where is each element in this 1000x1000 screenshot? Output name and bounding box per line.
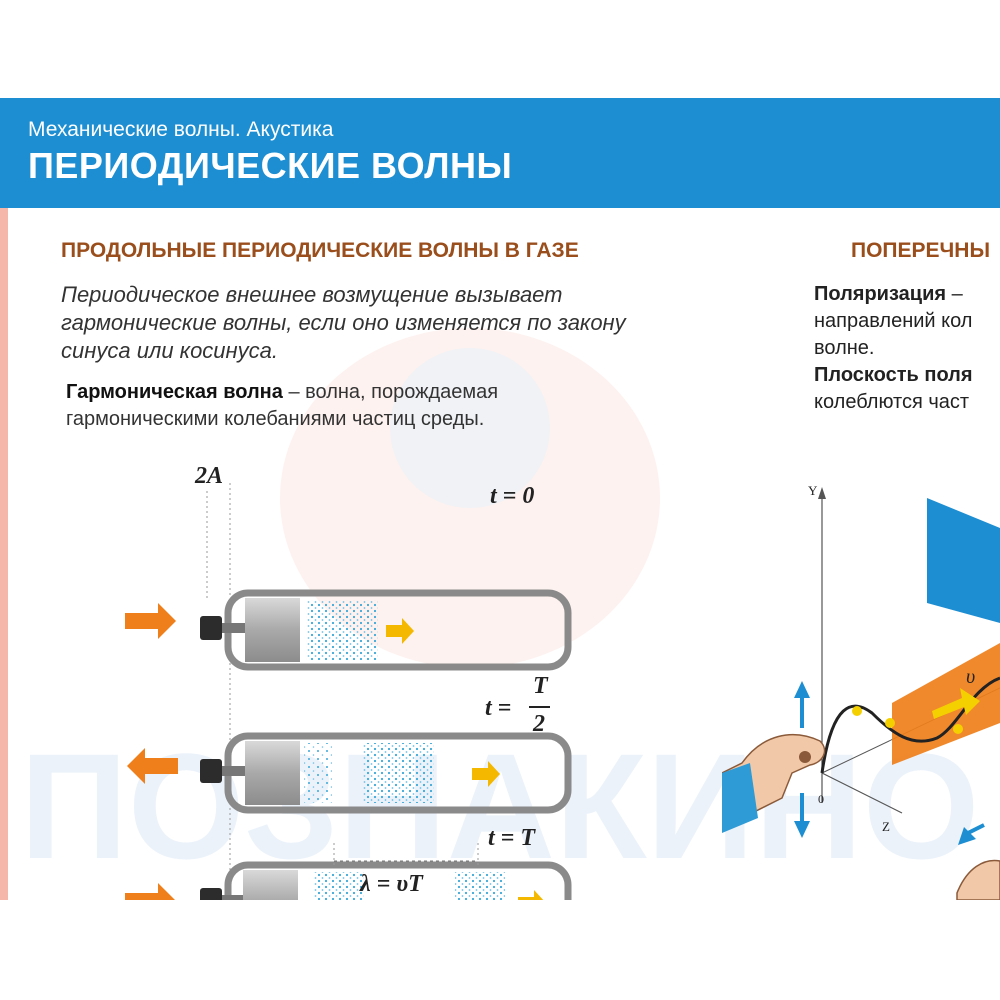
velocity-arrow xyxy=(932,688,980,719)
push-arrow-right xyxy=(125,883,175,900)
wave-point xyxy=(852,706,862,716)
piston xyxy=(245,598,300,662)
definition-paragraph: Гармоническая волна – волна, порождаемая… xyxy=(66,379,498,433)
wave-point xyxy=(953,724,963,734)
sleeve xyxy=(722,763,758,833)
time-label-half-num: T xyxy=(533,673,549,699)
wave-arrow xyxy=(518,890,544,900)
right-text-line: волне. xyxy=(814,337,875,359)
tube-t0: t = 0 xyxy=(125,483,572,671)
y-axis-label: Y xyxy=(808,483,818,498)
time-label-half-den: 2 xyxy=(532,711,545,737)
piston-rod xyxy=(212,766,252,776)
polarization-term: Поляризация xyxy=(814,283,947,305)
origin-label: 0 xyxy=(818,792,824,806)
tube-t-half: t = T 2 xyxy=(127,673,572,814)
transverse-wave-diagram: Y Z 0 υ xyxy=(722,483,1000,900)
piston-handle xyxy=(200,888,222,900)
wave-source-knob xyxy=(799,751,811,763)
piston xyxy=(243,870,298,900)
piston-rod xyxy=(218,623,248,633)
piston-tube-diagram: 2A t = 0 t = T 2 xyxy=(125,463,572,900)
slide: ПОЗНАКИНО Механические волны. Акустика П… xyxy=(0,98,1000,900)
wave-arrow xyxy=(386,618,414,644)
plane-term: Плоскость поля xyxy=(814,364,973,386)
intro-paragraph: Периодическое внешнее возмущение вызывае… xyxy=(61,281,721,365)
polarization-plane-orange xyxy=(892,643,1000,765)
piston xyxy=(245,741,300,805)
pull-arrow-left xyxy=(127,748,178,784)
slide-title: ПЕРИОДИЧЕСКИЕ ВОЛНЫ xyxy=(28,145,513,186)
time-label-t0: t = 0 xyxy=(490,483,534,509)
piston-handle xyxy=(200,616,222,640)
polarization-dash: – xyxy=(946,283,963,305)
definition-text: – волна, порождаемая xyxy=(282,381,499,403)
wave-arrow xyxy=(472,761,500,787)
tube-t-full: t = T xyxy=(125,825,572,900)
z-axis-label: Z xyxy=(882,819,890,834)
wavelength-label: λ = υT xyxy=(359,871,424,897)
wave-point xyxy=(885,718,895,728)
right-column-text: Поляризация – направлений кол волне. Пло… xyxy=(814,281,1000,416)
piston-handle xyxy=(200,759,222,783)
wavelength-marker: λ = υT xyxy=(333,843,479,897)
left-stripe xyxy=(0,208,8,900)
right-text-line: колеблются част xyxy=(814,391,970,413)
polarization-plane-blue xyxy=(927,498,1000,623)
intro-line: гармонические волны, если оно изменяется… xyxy=(61,310,626,335)
right-text-line: направлений кол xyxy=(814,310,973,332)
definition-text-line2: гармоническими колебаниями частиц среды. xyxy=(66,408,485,430)
velocity-label: υ xyxy=(966,666,975,688)
header-bar: Механические волны. Акустика ПЕРИОДИЧЕСК… xyxy=(0,98,1000,208)
compression-zone xyxy=(306,600,378,660)
rarefaction-zone xyxy=(304,743,332,803)
second-hand xyxy=(956,859,1000,900)
intro-line: Периодическое внешнее возмущение вызывае… xyxy=(61,282,563,307)
left-section-heading: ПРОДОЛЬНЫЕ ПЕРИОДИЧЕСКИЕ ВОЛНЫ В ГАЗЕ xyxy=(61,239,579,262)
push-arrow-right xyxy=(125,603,176,639)
piston-rod xyxy=(216,895,246,900)
intro-line: синуса или косинуса. xyxy=(61,338,278,363)
topic-subtitle: Механические волны. Акустика xyxy=(28,118,334,141)
time-label-half-prefix: t = xyxy=(485,695,511,721)
compression-zone xyxy=(362,743,434,803)
time-label-t-full: t = T xyxy=(488,825,536,851)
compression-zone xyxy=(455,872,505,900)
z-axis xyxy=(821,772,903,814)
definition-term: Гармоническая волна xyxy=(66,381,283,403)
right-section-heading: ПОПЕРЕЧНЫ xyxy=(851,239,991,262)
tube-outline xyxy=(224,861,572,900)
amplitude-label: 2A xyxy=(194,463,223,489)
compression-zone xyxy=(314,872,364,900)
